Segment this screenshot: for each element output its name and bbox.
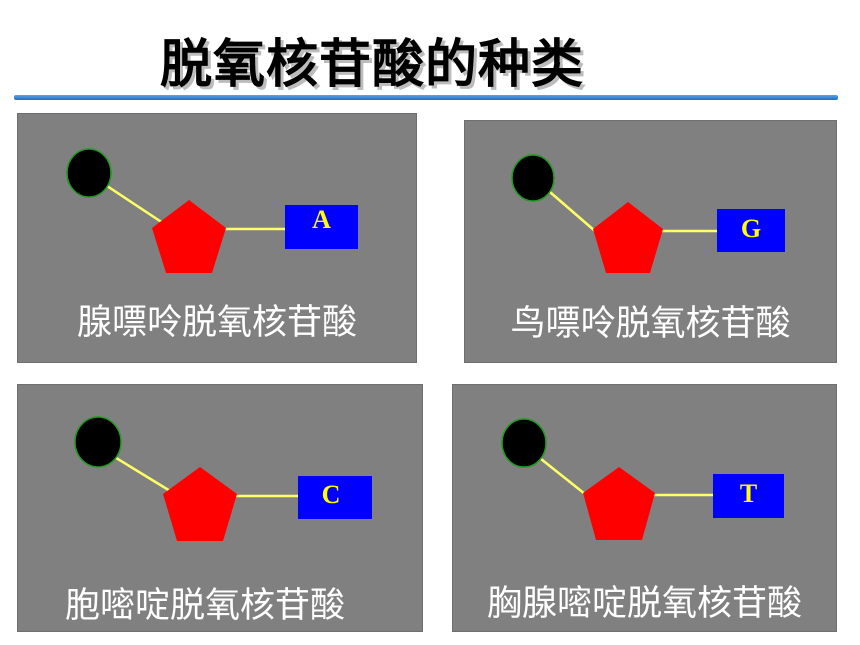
nucleotide-label: 胸腺嘧啶脱氧核苷酸 — [486, 584, 802, 624]
deoxyribose-pentagon — [152, 200, 226, 273]
phosphate-sugar-bond — [542, 185, 596, 232]
nucleotide-label: 鸟嘌呤脱氧核苷酸 — [510, 304, 791, 344]
phosphate-group — [501, 418, 547, 468]
nucleotide-panel-cytosine: C 胞嘧啶脱氧核苷酸 — [17, 384, 423, 632]
title-underline — [14, 95, 838, 100]
phosphate-sugar-bond — [535, 454, 591, 499]
phosphate-group — [511, 154, 555, 202]
phosphate-sugar-bond — [107, 451, 181, 499]
base-letter: C — [322, 480, 341, 509]
nucleotide-panel-thymine: T 胸腺嘧啶脱氧核苷酸 — [452, 384, 837, 632]
phosphate-group — [66, 148, 112, 198]
base-box — [713, 474, 784, 518]
base-letter: A — [312, 205, 331, 234]
deoxyribose-pentagon — [163, 467, 237, 541]
nucleotide-diagram-thymine: T — [501, 418, 784, 540]
nucleotide-diagram-guanine: G — [511, 154, 785, 273]
nucleotide-label: 胞嘧啶脱氧核苷酸 — [64, 586, 345, 626]
base-letter: G — [741, 214, 761, 243]
deoxyribose-pentagon — [583, 467, 655, 540]
base-letter: T — [740, 479, 757, 508]
nucleotide-diagram-adenine: A — [66, 148, 358, 273]
nucleotide-label: 腺嘌呤脱氧核苷酸 — [76, 303, 357, 343]
deoxyribose-pentagon — [593, 202, 663, 273]
base-box — [285, 205, 358, 249]
base-box — [298, 476, 372, 519]
phosphate-group — [74, 416, 122, 468]
nucleotide-panel-guanine: G 鸟嘌呤脱氧核苷酸 — [464, 120, 837, 363]
phosphate-sugar-bond — [97, 178, 170, 229]
slide-title: 脱氧核苷酸的种类 — [160, 35, 585, 95]
nucleotide-diagram-cytosine: C — [74, 416, 372, 541]
base-box — [717, 209, 785, 252]
nucleotide-panel-adenine: A 腺嘌呤脱氧核苷酸 — [17, 113, 417, 363]
